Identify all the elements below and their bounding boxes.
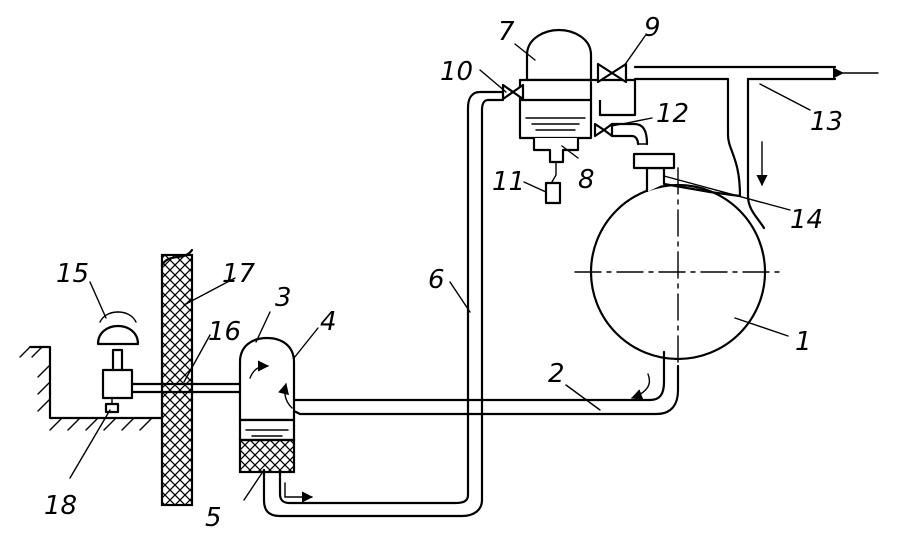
label-16: 16 — [208, 317, 241, 347]
leader-lines — [69, 35, 811, 501]
callout-labels: 1 2 3 4 5 6 7 8 9 10 11 12 13 14 15 16 1… — [44, 13, 843, 533]
label-6: 6 — [428, 265, 445, 295]
main-tank — [574, 152, 781, 373]
label-10: 10 — [440, 57, 473, 87]
return-pipe — [262, 90, 505, 518]
label-3: 3 — [275, 283, 292, 313]
label-11: 11 — [492, 167, 525, 197]
label-9: 9 — [644, 13, 661, 43]
label-1: 1 — [795, 327, 812, 357]
wall-top-edge — [160, 248, 194, 267]
label-5: 5 — [205, 503, 222, 533]
label-7: 7 — [498, 17, 515, 47]
ground-line — [19, 345, 164, 431]
label-2: 2 — [548, 359, 565, 389]
label-17: 17 — [222, 259, 256, 289]
label-18: 18 — [44, 491, 77, 521]
lower-chamber — [238, 336, 296, 474]
label-13: 13 — [810, 107, 843, 137]
label-4: 4 — [320, 307, 337, 337]
wall-panel — [160, 253, 194, 507]
label-8: 8 — [578, 165, 595, 195]
label-15: 15 — [56, 259, 89, 289]
supply-pipe — [290, 350, 680, 416]
label-14: 14 — [790, 205, 823, 235]
label-12: 12 — [656, 99, 689, 129]
inlet-pipe — [633, 65, 879, 230]
separator-vessel — [501, 28, 649, 205]
through-wall-pipe — [96, 311, 242, 414]
